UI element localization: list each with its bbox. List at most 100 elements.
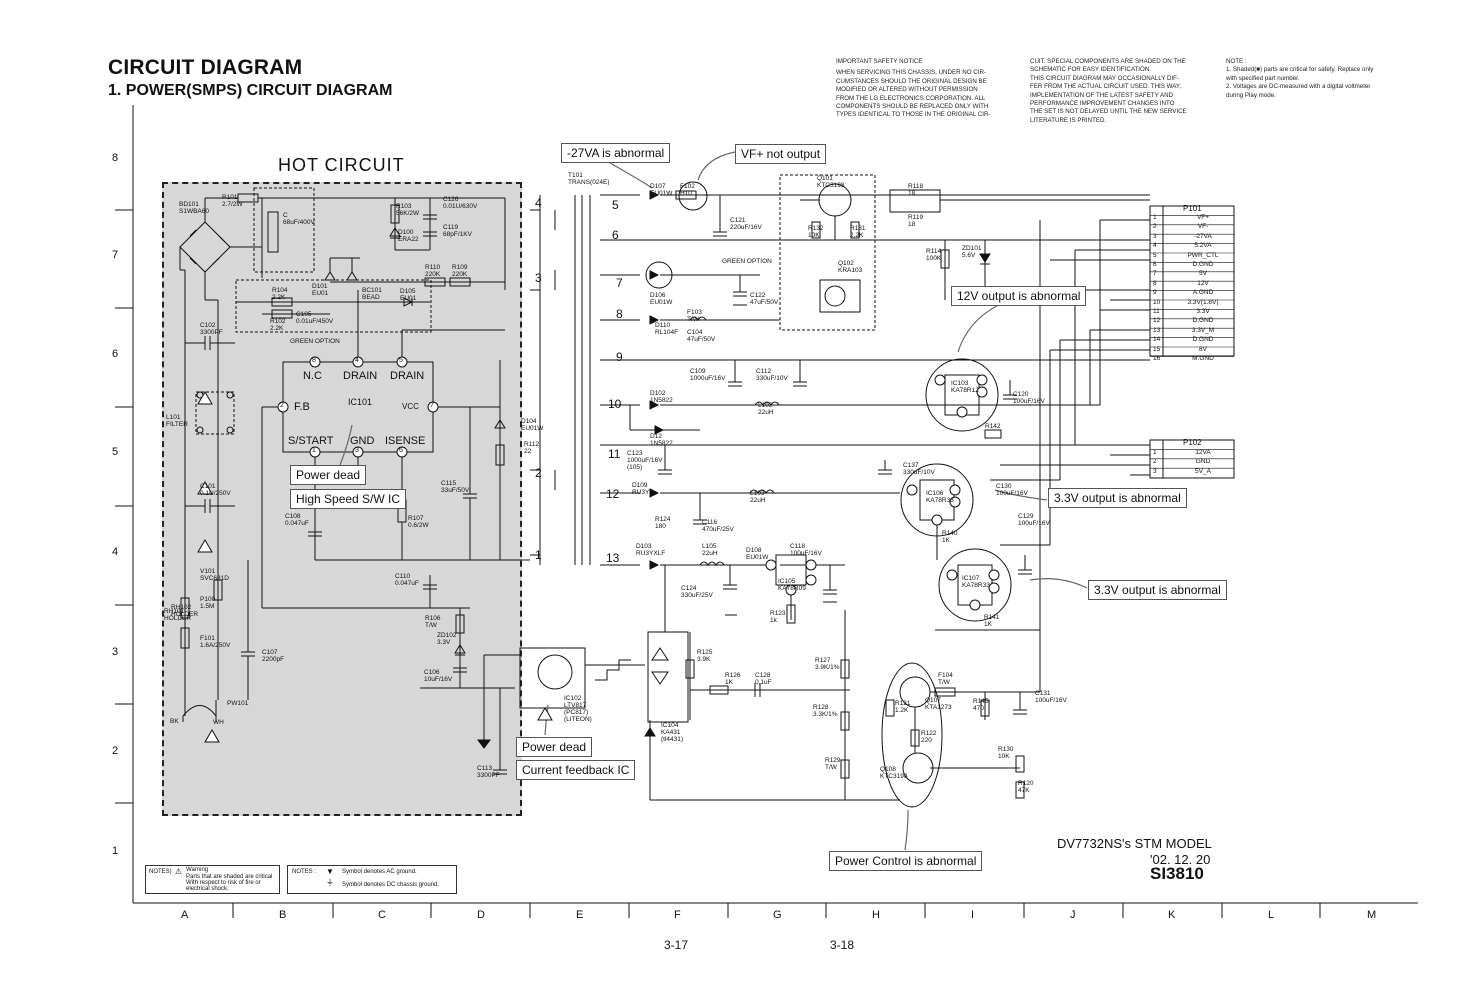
component-label-ic104: IC104 bbox=[661, 722, 679, 729]
p101-pin: 12 bbox=[1153, 317, 1161, 325]
notice-line: THE SET IS NOT DELAYED UNTIL THE NEW SER… bbox=[1030, 108, 1187, 116]
safety-notice-cont: CUIT. SPECIAL COMPONENTS ARE SHADED ON T… bbox=[1030, 58, 1220, 125]
component-label-bk: BK bbox=[170, 718, 179, 725]
component-label-c104: 47uF/50V bbox=[687, 336, 716, 343]
page-number-right: 3-18 bbox=[830, 938, 855, 952]
component-label-bd101: BD101 bbox=[179, 201, 199, 208]
pin-num: 4 bbox=[355, 357, 359, 364]
component-label-r110: 220K bbox=[425, 271, 441, 278]
tpin: 9 bbox=[616, 350, 623, 364]
component-label-c115: 33uF/50V bbox=[441, 487, 470, 494]
pin-num: 1 bbox=[312, 447, 316, 454]
model-code: SI3810 bbox=[1150, 864, 1204, 883]
component-label-d106: EU01W bbox=[650, 299, 673, 306]
legend-ac-ground: Symbol denotes AC ground. bbox=[342, 869, 417, 875]
p102-title: P102 bbox=[1183, 438, 1202, 447]
callout-12v: 12V output is abnormal bbox=[951, 286, 1087, 306]
tpin: 12 bbox=[606, 487, 620, 501]
component-label-c116: C116 bbox=[702, 519, 718, 526]
component-label-r107: 0.6/2W bbox=[408, 522, 429, 529]
component-label-r120: R120 bbox=[1018, 780, 1034, 787]
component-label-c106: C106 bbox=[424, 669, 440, 676]
component-label-r141: R141 bbox=[984, 614, 1000, 621]
component-label-d103: RU3YXLF bbox=[636, 550, 666, 557]
component-label-ic102: LTV817 bbox=[564, 702, 587, 709]
component-label-r122: R122 bbox=[921, 730, 937, 737]
component-label-c121: 220uF/16V bbox=[730, 224, 762, 231]
notice-line: MODIFIED OR ALTERED WITHOUT PERMISSION bbox=[836, 86, 978, 94]
p102-signal: 12VA bbox=[1195, 449, 1211, 456]
notice-line: SCHEMATIC FOR EASY IDENTIFICATION. bbox=[1030, 66, 1152, 74]
component-label-q101: KTC3198 bbox=[817, 182, 845, 189]
p101-signal: D.GND bbox=[1192, 336, 1214, 344]
component-label-r142: R142 bbox=[985, 423, 1001, 430]
pin-vcc: VCC bbox=[402, 402, 419, 411]
component-label-r112: 22 bbox=[524, 448, 532, 455]
col-label: B bbox=[279, 909, 287, 921]
tpin: 10 bbox=[608, 397, 622, 411]
row-label: 8 bbox=[112, 152, 119, 164]
note-line: 1. Shaded(■) parts are critical for safe… bbox=[1226, 66, 1374, 74]
component-label-ic104: (tl4431) bbox=[661, 736, 684, 743]
component-label-p100: P100 bbox=[200, 596, 216, 603]
component-label-c106: 10uF/16V bbox=[424, 676, 453, 683]
component-label-c131: 100uF/16V bbox=[1035, 697, 1067, 704]
component-label-r122: 220 bbox=[921, 737, 932, 744]
note-line: with specified part number. bbox=[1226, 74, 1300, 82]
component-label-r132: R132 bbox=[808, 225, 824, 232]
p101-pin: 15 bbox=[1153, 345, 1161, 353]
component-label-zd101: ZD101 bbox=[962, 245, 982, 252]
component-label-c113: 3300PF bbox=[477, 772, 500, 779]
component-label-c120: 100uF/16V bbox=[1013, 398, 1045, 405]
legend-warning-line: With respect to risk of fire or bbox=[186, 880, 261, 886]
component-label-r118: 18 bbox=[908, 190, 916, 197]
component-label-d102: D102 bbox=[650, 390, 666, 397]
p101-signal: VF- bbox=[1197, 223, 1209, 231]
component-label-c112: 330uF/10V bbox=[756, 375, 788, 382]
component-label-r140: R140 bbox=[942, 530, 958, 537]
component-label-r124: 180 bbox=[655, 523, 666, 530]
component-label-r128: R128 bbox=[813, 704, 829, 711]
tpin: 8 bbox=[616, 307, 623, 321]
callout-vf: VF+ not output bbox=[735, 144, 827, 164]
component-label-c128: 0.1uF bbox=[755, 679, 772, 686]
component-label-f101: 1.6A/250V bbox=[200, 642, 231, 649]
component-label-r106: T/W bbox=[425, 622, 437, 629]
component-label-c122: C122 bbox=[750, 292, 766, 299]
component-label-c129: 100uF/16V bbox=[1018, 520, 1050, 527]
pin-num: 7 bbox=[430, 402, 434, 409]
legend-dc-ground: Symbol denotes DC chassis ground. bbox=[342, 882, 440, 888]
notice-line: PERFORMANCE IMPROVEMENT CHANGES INTO bbox=[1030, 100, 1175, 108]
component-label-d101: D101 bbox=[312, 283, 328, 290]
pin-drain-1: DRAIN bbox=[343, 370, 378, 382]
p101-pin: 16 bbox=[1153, 355, 1161, 362]
component-label-l101: FILTER bbox=[166, 421, 188, 428]
component-label-r101: R101 bbox=[222, 194, 238, 201]
component-label-d105: D105 bbox=[400, 288, 416, 295]
callout-power-dead-2: Power dead bbox=[516, 737, 593, 757]
notice-line: THIS CIRCUIT DIAGRAM MAY OCCASIONALLY DI… bbox=[1030, 74, 1179, 82]
p101-pin: 2 bbox=[1153, 223, 1157, 231]
p101-signal: 3.3V(1.8V) bbox=[1187, 298, 1219, 306]
callout-current-feedback: Current feedback IC bbox=[516, 760, 636, 780]
p101-pin: 7 bbox=[1153, 270, 1157, 278]
tpin: 5 bbox=[612, 198, 619, 212]
component-label-r131: R131 bbox=[850, 225, 866, 232]
legend-ground: NOTES : ▼ Symbol denotes AC ground. ⏚ Sy… bbox=[287, 865, 457, 894]
component-label-c126: 0.01U/630V bbox=[443, 203, 478, 210]
component-label-c137: C137 bbox=[903, 462, 919, 469]
hot-circuit-label: HOT CIRCUIT bbox=[278, 155, 405, 175]
component-label-c102: C102 bbox=[200, 322, 216, 329]
legend-warning-line: Parts that are shaded are critical bbox=[186, 874, 273, 880]
component-label-l105: L105 bbox=[702, 543, 717, 550]
component-label-c101: 0.1U/250V bbox=[200, 490, 231, 497]
component-label-d107: D107 bbox=[650, 183, 666, 190]
component-label-r114: 100K bbox=[926, 255, 942, 262]
component-label-f104: F104 bbox=[938, 672, 953, 679]
notice-line: FROM THE LG ELECTRONICS CORPORATION. ALL bbox=[836, 94, 986, 102]
component-label-c124: C124 bbox=[681, 585, 697, 592]
component-label-c107: 2200pF bbox=[262, 656, 285, 663]
component-label-q108: Q108 bbox=[880, 766, 896, 773]
row-label: 2 bbox=[112, 745, 119, 757]
component-label-f103: T/W bbox=[687, 316, 699, 323]
